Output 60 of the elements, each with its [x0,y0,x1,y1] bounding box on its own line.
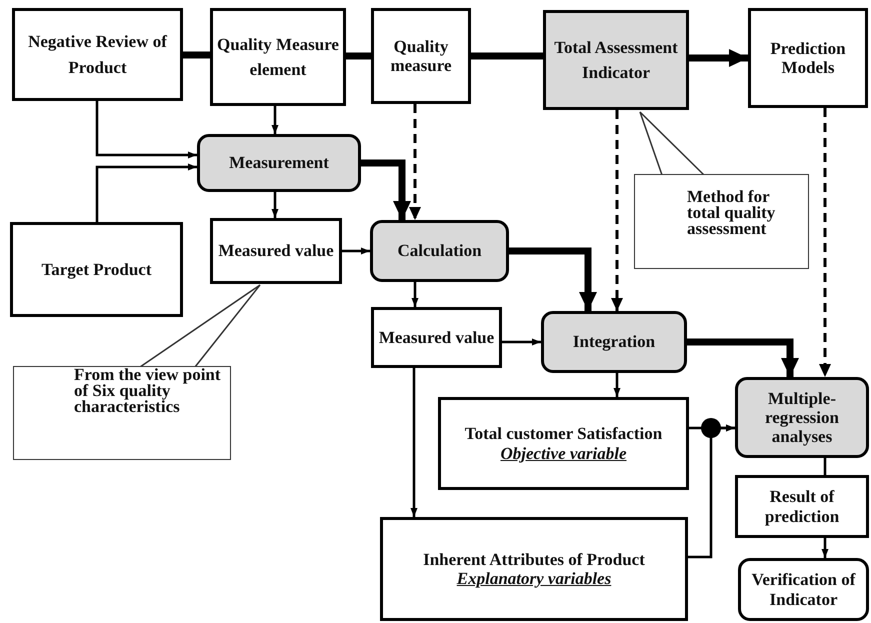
node-label: Target Product [41,260,152,280]
data-box [371,8,471,104]
node-label: Measured value [378,328,494,348]
arrow [687,338,799,377]
arrow [361,160,411,220]
node-label: Quality Measure element [217,34,339,81]
process-step-box [370,220,509,282]
arrow [611,110,623,311]
arrow [272,106,278,134]
arrow [342,248,370,254]
node-label: Inherent Attributes of Product [423,550,645,569]
data-box [738,558,869,621]
data-box [438,397,689,490]
node-label: Result of prediction [764,487,840,526]
node-label: Prediction Models [769,38,847,78]
arrow [410,368,418,517]
callout-box [634,174,809,269]
node-label: Total customer Satisfaction [464,424,662,444]
node-label: Method for total quality assessment [687,189,776,238]
arrow [409,104,421,220]
process-step-box [541,311,687,373]
connector-line [824,458,826,475]
process-step-box [543,10,689,110]
node-label: Integration [572,332,656,352]
connector-line [346,52,371,60]
data-box [748,8,868,108]
connector-line [183,52,210,58]
data-box [371,307,502,368]
variable-label: Objective variable [500,444,627,463]
arrow [822,538,828,558]
data-box [10,222,183,317]
node-label: Total Assessment Indicator [553,36,679,84]
data-box [210,218,342,284]
node-label: From the view point of Six quality characteristics [74,367,222,416]
data-box [12,8,183,101]
arrow [688,424,735,558]
arrow [272,192,278,218]
node-label: Measured value [218,241,334,261]
arrow [819,108,831,377]
process-step-box [197,134,361,192]
node-label: Measurement [229,153,329,173]
process-step-box [735,377,869,458]
variable-label: Explanatory variables [456,569,612,588]
node-label: Negative Review of Product [27,31,168,78]
node-label: Quality measure [389,36,453,76]
arrow [689,49,748,67]
node-label: Calculation [397,241,482,261]
arrow [96,164,197,222]
connector-line [471,52,543,60]
data-box [735,475,869,538]
data-box [380,517,688,621]
node-label: Multiple-regression analyses [764,388,840,446]
arrow [614,373,620,397]
arrow [96,101,197,158]
callout-box [13,366,231,460]
arrow [502,338,541,346]
arrow [509,248,597,311]
arrow [412,282,418,307]
node-label: Verification of Indicator [750,570,857,609]
data-box [210,8,346,106]
